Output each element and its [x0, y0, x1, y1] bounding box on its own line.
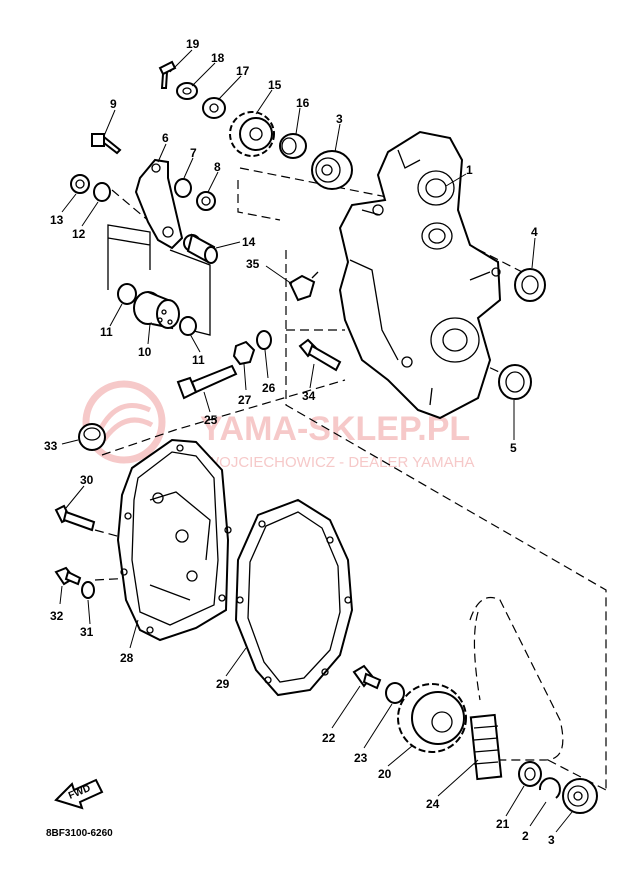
bearing-top: [311, 150, 353, 190]
callout-35: 35: [246, 257, 260, 271]
watermark-logo-icon: [82, 380, 166, 464]
callout-29: 29: [216, 677, 230, 691]
callout-11-left: 11: [100, 325, 113, 339]
callout-15: 15: [268, 78, 282, 92]
callout-24: 24: [426, 797, 440, 811]
leader-lines: [59, 49, 573, 833]
callout-3-top: 3: [336, 112, 343, 126]
callout-23: 23: [354, 751, 368, 765]
watermark-dealer: WOJCIECHOWICZ - DEALER YAMAHA: [205, 454, 474, 471]
gasket-29: [234, 498, 354, 697]
collar-21: [518, 761, 542, 787]
roller-10: [133, 291, 180, 330]
callout-31: 31: [80, 625, 94, 639]
chain-case-housing: [338, 130, 502, 420]
bolt-22: [352, 664, 382, 690]
callout-9: 9: [110, 97, 117, 111]
washer-7: [174, 178, 192, 198]
callout-19: 19: [186, 37, 200, 51]
lever-6: [134, 158, 184, 250]
nut-27: [232, 340, 256, 366]
watermark: YAMA-SKLEP.PL WOJCIECHOWICZ - DEALER YAM…: [82, 380, 474, 471]
bearing-bottom: [562, 778, 598, 814]
callout-6: 6: [162, 131, 169, 145]
washer-11-top: [117, 283, 137, 305]
bolt-34: [298, 338, 342, 372]
callout-17: 17: [236, 64, 250, 78]
diagram-code: 8BF3100-6260: [46, 828, 113, 839]
bracket-lines: [107, 224, 211, 336]
callout-26: 26: [262, 381, 276, 395]
circlip-2: [538, 777, 561, 799]
callout-16: 16: [296, 96, 310, 110]
nut-13: [70, 174, 90, 194]
pin-14: [183, 233, 218, 264]
fitting-35: [288, 271, 319, 302]
washer-26: [256, 330, 272, 350]
callout-3-bottom: 3: [548, 833, 555, 847]
callout-34: 34: [302, 389, 316, 403]
washer-31: [81, 581, 95, 599]
callout-1: 1: [466, 163, 473, 177]
plug-33: [78, 423, 106, 451]
callout-28: 28: [120, 651, 134, 665]
bolt-32: [54, 566, 82, 586]
oil-seal-4: [514, 268, 546, 302]
washer-11-bottom: [179, 316, 197, 336]
washer-12: [93, 182, 111, 202]
callout-18: 18: [211, 51, 225, 65]
cotter-pin: [158, 60, 177, 89]
sprocket-15: [229, 111, 275, 157]
callout-33: 33: [44, 439, 58, 453]
callout-20: 20: [378, 767, 392, 781]
chain-case-cover: [116, 438, 232, 642]
oil-seal-5: [498, 364, 532, 400]
drive-chain: [469, 596, 564, 781]
callout-12: 12: [72, 227, 86, 241]
callout-14: 14: [242, 235, 256, 249]
callout-5: 5: [510, 441, 517, 455]
callout-4: 4: [531, 225, 538, 239]
collar-8: [196, 191, 216, 211]
callout-22: 22: [322, 731, 336, 745]
fwd-arrow-icon: FWD: [54, 778, 104, 810]
callout-11-right: 11: [192, 353, 205, 367]
callout-13: 13: [50, 213, 64, 227]
washer-17: [202, 97, 226, 119]
callouts: 19 18 17 15 16 3 1 4 5 9 6 7 8 13 12 14 …: [44, 37, 555, 847]
watermark-brand: YAMA-SKLEP.PL: [200, 410, 470, 448]
callout-32: 32: [50, 609, 64, 623]
bolt-30: [54, 504, 96, 532]
sprocket-20: [397, 683, 467, 753]
callout-25: 25: [204, 413, 218, 427]
castle-nut: [176, 82, 198, 100]
washer-23: [385, 682, 405, 704]
bolt-25: [176, 364, 238, 400]
callout-27: 27: [238, 393, 252, 407]
callout-10: 10: [138, 345, 152, 359]
collar-16: [279, 133, 307, 159]
callout-21: 21: [496, 817, 510, 831]
callout-7: 7: [190, 146, 197, 160]
callout-2: 2: [522, 829, 529, 843]
callout-8: 8: [214, 160, 221, 174]
callout-30: 30: [80, 473, 94, 487]
bolt-9: [91, 133, 122, 155]
